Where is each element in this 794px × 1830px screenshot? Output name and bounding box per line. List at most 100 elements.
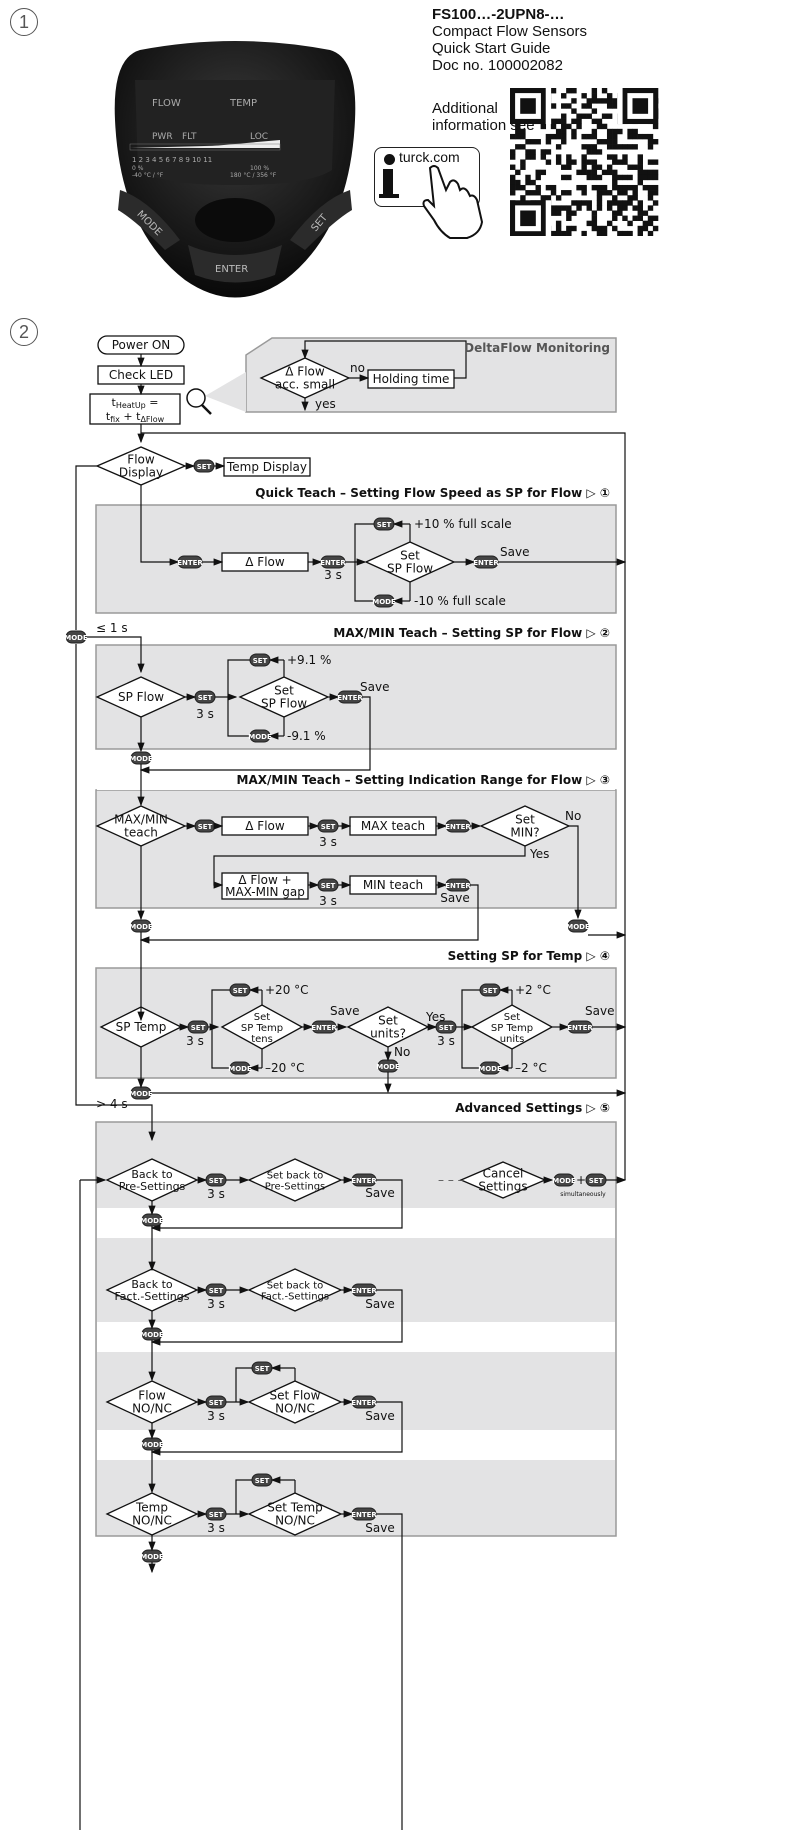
heatup-formula-box xyxy=(89,393,181,425)
set-sp-temp-tens-diamond-label: SP Temp xyxy=(241,1023,283,1034)
connector xyxy=(139,884,479,944)
setback-pre-diamond-label: Pre-Settings xyxy=(265,1182,326,1193)
svg-text:ENTER: ENTER xyxy=(215,264,248,275)
section-quick-teach: Quick Teach – Setting Flow Speed as SP f… xyxy=(255,486,610,500)
label: 3 s xyxy=(437,1034,455,1048)
label: 3 s xyxy=(207,1297,225,1311)
button-label: SET xyxy=(377,521,392,529)
maxmin-teach-diamond-label: MAX/MIN xyxy=(114,813,168,827)
setback-pre-diamond-label: Set back to xyxy=(267,1171,324,1182)
step-1-marker: 1 xyxy=(10,8,38,36)
button-label: SET xyxy=(198,823,213,831)
button-label: ENTER xyxy=(445,882,471,890)
guide-title: Quick Start Guide xyxy=(432,40,551,57)
button-label: ENTER xyxy=(311,1024,337,1032)
label: Save xyxy=(365,1186,394,1200)
cancel-settings-diamond-label: Cancel xyxy=(483,1167,524,1181)
label: Save xyxy=(440,891,469,905)
flow-display-diamond-label: Display xyxy=(119,466,163,480)
set-sp-flow-2-diamond-label: Set xyxy=(274,684,294,698)
label: Save xyxy=(365,1409,394,1423)
connector xyxy=(140,485,180,566)
button-label: MODE xyxy=(552,1177,576,1185)
button-label: ENTER xyxy=(445,823,471,831)
dflow-small-diamond-label: Δ Flow xyxy=(285,365,325,379)
temp-display-box-label: Temp Display xyxy=(226,460,307,474)
connector xyxy=(150,1401,403,1456)
max-teach-box-label: MAX teach xyxy=(361,819,425,833)
site-link[interactable]: turck.com xyxy=(399,149,460,165)
button-label: ENTER xyxy=(351,1287,377,1295)
label: +2 °C xyxy=(515,983,551,997)
svg-text:100 %: 100 % xyxy=(250,165,269,172)
pointing-hand-icon xyxy=(422,165,484,239)
connector xyxy=(354,523,374,562)
set-sp-flow-diamond-label: SP Flow xyxy=(387,562,433,576)
button-label: SET xyxy=(233,987,248,995)
set-min-diamond-label: Set xyxy=(515,813,535,827)
delta-flow-2-box-label: Δ Flow xyxy=(245,819,285,833)
connector xyxy=(235,1479,252,1514)
button-label: SET xyxy=(483,987,498,995)
quick-teach-panel xyxy=(95,504,617,614)
button-label: SET xyxy=(439,1024,454,1032)
device-mode-button[interactable] xyxy=(118,190,180,250)
gt4s-label: > 4 s xyxy=(96,1097,128,1111)
set-temp-nonc-diamond-label: Set Temp xyxy=(267,1501,323,1515)
connector xyxy=(235,1367,252,1402)
set-sp-temp-tens-diamond-label: Set xyxy=(254,1012,271,1023)
connector xyxy=(75,465,97,630)
button-label: SET xyxy=(198,694,213,702)
cancel-settings-diamond-label: Settings xyxy=(478,1180,527,1194)
label: No xyxy=(565,809,581,823)
flow-display-diamond-label: Flow xyxy=(127,453,155,467)
mode-button[interactable] xyxy=(567,919,589,933)
dflow-gap-box-label: MAX-MIN gap xyxy=(225,885,305,899)
button-label: ENTER xyxy=(351,1177,377,1185)
button-label: ENTER xyxy=(567,1024,593,1032)
label: –2 °C xyxy=(515,1061,547,1075)
button-label: SET xyxy=(209,1399,224,1407)
mode-button[interactable] xyxy=(553,1173,575,1187)
label: 3 s xyxy=(207,1521,225,1535)
power-on-box-label: Power ON xyxy=(112,338,171,352)
button-label: SET xyxy=(321,882,336,890)
save-label: Save xyxy=(500,545,529,559)
set-sp-temp-tens-diamond-label: tens xyxy=(251,1034,273,1045)
additional-info: Additional information see xyxy=(432,100,535,134)
magnifier-icon xyxy=(186,388,206,408)
label: simultaneously xyxy=(560,1191,606,1198)
button-label: SET xyxy=(191,1024,206,1032)
label: -9.1 % xyxy=(287,729,326,743)
sp-flow-diamond-label: SP Flow xyxy=(118,690,164,704)
label: –20 °C xyxy=(265,1061,304,1075)
label: 3 s xyxy=(196,707,214,721)
connector xyxy=(150,1179,403,1232)
svg-text:TEMP: TEMP xyxy=(229,98,257,109)
back-fact-diamond-label: Back to xyxy=(131,1278,173,1291)
min-teach-box-label: MIN teach xyxy=(363,878,423,892)
info-icon xyxy=(383,169,393,196)
holding-time-box-label: Holding time xyxy=(373,372,450,386)
set-sp-temp-units-diamond-label: Set xyxy=(504,1012,521,1023)
dflow-gap-box xyxy=(221,872,309,900)
connector xyxy=(139,696,371,774)
device-enter-button[interactable] xyxy=(188,245,282,283)
button-label: SET xyxy=(253,657,268,665)
heatup-formula: tHeatUp = xyxy=(112,396,159,410)
connector xyxy=(227,697,250,737)
maxmin-teach-diamond-label: teach xyxy=(124,826,158,840)
device-set-button[interactable] xyxy=(290,190,352,250)
button-label: MODE xyxy=(129,1090,153,1098)
temp-nonc-diamond-label: NO/NC xyxy=(132,1514,172,1528)
dflow-gap-box-label: Δ Flow + xyxy=(238,873,291,887)
product-code: FS100…-2UPN8-… xyxy=(432,6,565,23)
flow-nonc-diamond-label: NO/NC xyxy=(132,1402,172,1416)
label: 3 s xyxy=(319,894,337,908)
plus10-label: +10 % full scale xyxy=(414,517,512,531)
qr-code[interactable] xyxy=(510,88,660,236)
connector xyxy=(461,1027,480,1069)
connector xyxy=(150,1289,403,1346)
connector xyxy=(227,659,250,697)
